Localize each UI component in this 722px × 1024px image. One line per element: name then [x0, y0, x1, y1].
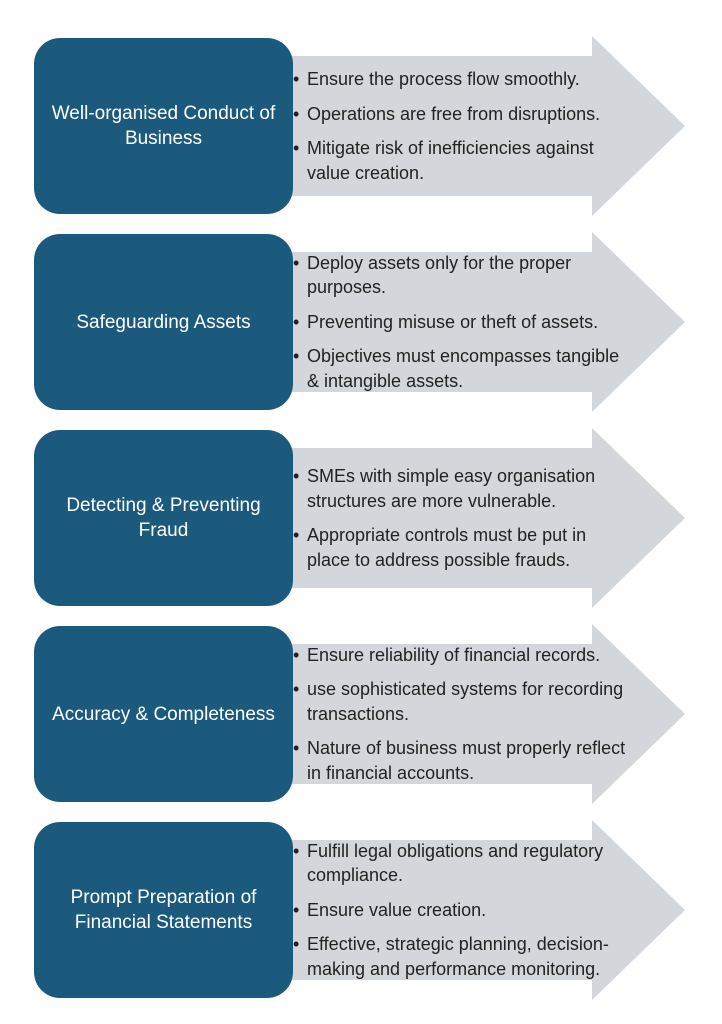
- bullet-item: Operations are free from disruptions.: [293, 102, 628, 127]
- objective-row: Accuracy & Completeness Ensure reliabili…: [0, 624, 722, 804]
- bullet-list: SMEs with simple easy organisation struc…: [293, 428, 628, 608]
- bullet-item: Fulfill legal obligations and regulatory…: [293, 839, 628, 888]
- bullet-item: Effective, strategic planning, decision-…: [293, 932, 628, 981]
- bullet-item: Nature of business must properly reflect…: [293, 736, 628, 785]
- bullet-item: Preventing misuse or theft of assets.: [293, 310, 628, 335]
- bullet-item: Objectives must encompasses tangible & i…: [293, 344, 628, 393]
- objective-row: Well-organised Conduct of Business Ensur…: [0, 36, 722, 216]
- bullet-list: Deploy assets only for the proper purpos…: [293, 232, 628, 412]
- bullet-list: Fulfill legal obligations and regulatory…: [293, 820, 628, 1000]
- objective-box: Detecting & Preventing Fraud: [34, 430, 293, 606]
- objective-title: Accuracy & Completeness: [52, 703, 275, 725]
- objective-row: Detecting & Preventing Fraud SMEs with s…: [0, 428, 722, 608]
- objective-title: Prompt Preparation of Financial Statemen…: [70, 887, 257, 933]
- objective-row: Safeguarding Assets Deploy assets only f…: [0, 232, 722, 412]
- bullet-item: Deploy assets only for the proper purpos…: [293, 251, 628, 300]
- objective-box: Safeguarding Assets: [34, 234, 293, 410]
- bullet-item: Appropriate controls must be put in plac…: [293, 523, 628, 572]
- objective-title: Detecting & Preventing Fraud: [66, 495, 261, 541]
- bullet-item: use sophisticated systems for recording …: [293, 677, 628, 726]
- objective-title: Safeguarding Assets: [76, 311, 251, 333]
- bullet-list: Ensure the process flow smoothly. Operat…: [293, 36, 628, 216]
- bullet-item: Mitigate risk of inefficiencies against …: [293, 136, 628, 185]
- bullet-item: Ensure the process flow smoothly.: [293, 67, 628, 92]
- bullet-item: Ensure value creation.: [293, 898, 628, 923]
- objective-title: Well-organised Conduct of Business: [51, 103, 276, 149]
- bullet-item: SMEs with simple easy organisation struc…: [293, 464, 628, 513]
- objective-row: Prompt Preparation of Financial Statemen…: [0, 820, 722, 1000]
- objective-box: Prompt Preparation of Financial Statemen…: [34, 822, 293, 998]
- objective-box: Well-organised Conduct of Business: [34, 38, 293, 214]
- bullet-list: Ensure reliability of financial records.…: [293, 624, 628, 804]
- objective-box: Accuracy & Completeness: [34, 626, 293, 802]
- bullet-item: Ensure reliability of financial records.: [293, 643, 628, 668]
